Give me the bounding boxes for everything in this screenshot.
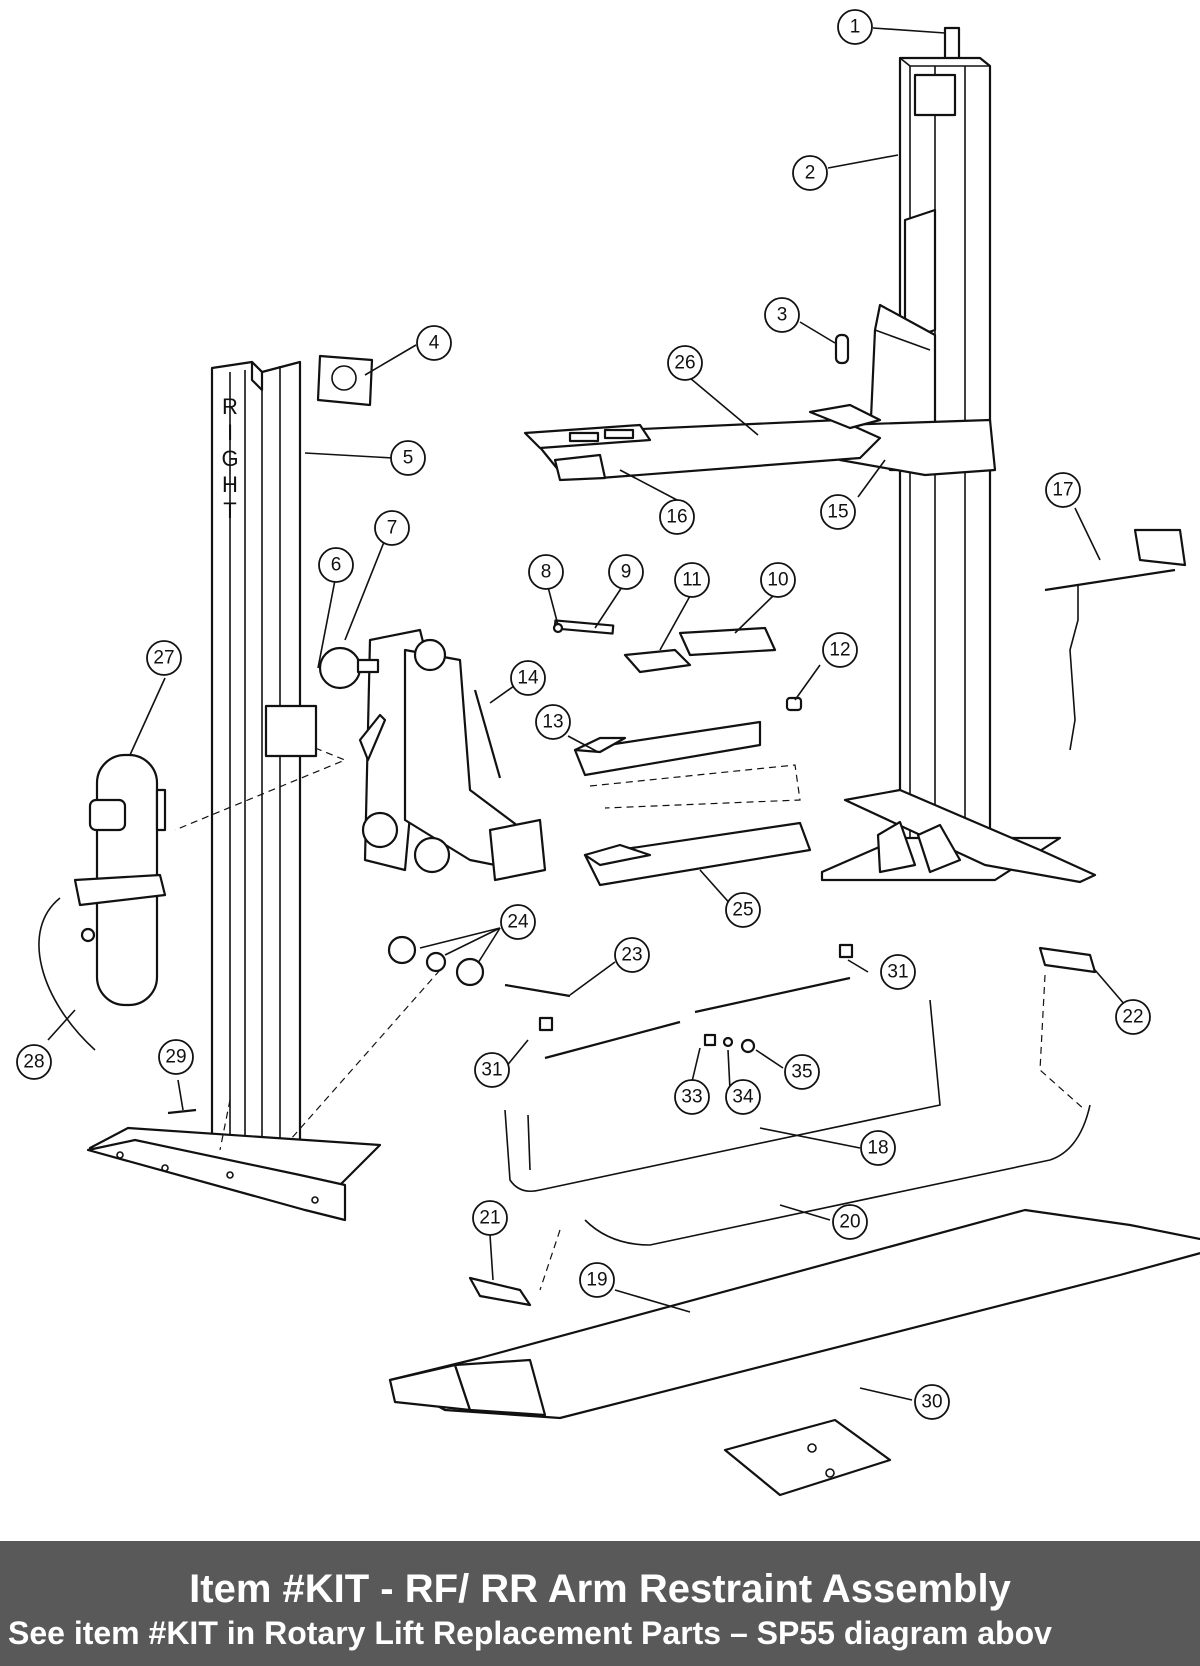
- callout-20: 20: [832, 1204, 868, 1240]
- callout-label: 21: [479, 1208, 500, 1229]
- threaded-rod: [538, 943, 854, 1060]
- callout-label: 6: [331, 555, 342, 576]
- callout-22: 22: [1115, 999, 1151, 1035]
- callout-25: 25: [725, 892, 761, 928]
- callout-31-right: 31: [880, 954, 916, 990]
- callout-21: 21: [472, 1200, 508, 1236]
- callout-label: 28: [23, 1052, 44, 1073]
- caption-subtitle: See item #KIT in Rotary Lift Replacement…: [8, 1615, 1052, 1651]
- callout-18: 18: [860, 1130, 896, 1166]
- callout-label: 5: [403, 448, 414, 469]
- callout-label: 14: [517, 668, 539, 689]
- post-letter: G: [221, 446, 238, 471]
- caption-banner: Item #KIT - RF/ RR Arm Restraint Assembl…: [0, 1541, 1200, 1666]
- post-letter: H: [222, 472, 238, 497]
- callout-label: 15: [827, 502, 848, 523]
- exploded-parts-diagram: R I G H T: [16, 9, 1200, 1497]
- swing-arm-upper: [523, 333, 882, 482]
- callout-label: 30: [921, 1392, 942, 1413]
- callout-7: 7: [374, 510, 410, 546]
- plate-30: [723, 1418, 892, 1497]
- callout-label: 3: [777, 305, 788, 326]
- callout-9: 9: [608, 554, 644, 590]
- callout-label: 34: [732, 1087, 754, 1108]
- callout-15: 15: [820, 494, 856, 530]
- callout-24: 24: [500, 904, 536, 940]
- callout-label: 31: [887, 962, 908, 983]
- callout-26: 26: [667, 345, 703, 381]
- callout-label: 18: [867, 1138, 888, 1159]
- carriage-right: [838, 303, 997, 477]
- post-letters: R I G H T: [221, 394, 238, 523]
- callout-12: 12: [822, 632, 858, 668]
- callout-label: 33: [681, 1087, 702, 1108]
- callout-11: 11: [674, 562, 710, 598]
- callout-27: 27: [146, 640, 182, 676]
- callout-3: 3: [764, 297, 800, 333]
- callout-23: 23: [614, 937, 650, 973]
- arm-extension-25: [583, 821, 812, 887]
- callout-label: 29: [165, 1047, 186, 1068]
- overhead-cover: [388, 1208, 1200, 1420]
- callout-label: 35: [791, 1062, 812, 1083]
- callout-label: 7: [387, 518, 398, 539]
- callout-17: 17: [1045, 472, 1081, 508]
- callout-29: 29: [158, 1039, 194, 1075]
- caption-title: Item #KIT - RF/ RR Arm Restraint Assembl…: [189, 1567, 1011, 1611]
- callout-35: 35: [784, 1054, 820, 1090]
- callout-30: 30: [914, 1384, 950, 1420]
- power-unit: [73, 753, 167, 1007]
- parts-drawing: R I G H T: [16, 9, 1200, 1497]
- callout-label: 10: [767, 570, 788, 591]
- callout-34: 34: [725, 1079, 761, 1115]
- callout-label: 17: [1052, 480, 1073, 501]
- callout-19: 19: [579, 1262, 615, 1298]
- callout-label: 24: [507, 912, 529, 933]
- callout-28: 28: [16, 1044, 52, 1080]
- callout-8: 8: [528, 554, 564, 590]
- fitting-22: [1038, 946, 1097, 974]
- fitting-21: [468, 1276, 532, 1307]
- callout-label: 23: [621, 945, 642, 966]
- callout-label: 12: [829, 640, 850, 661]
- callout-33: 33: [674, 1079, 710, 1115]
- post-letter: I: [227, 420, 233, 445]
- callout-label: 20: [839, 1212, 860, 1233]
- callout-1: 1: [837, 9, 873, 45]
- callout-label: 1: [850, 17, 861, 38]
- post-letter: R: [222, 394, 238, 419]
- cover-plate: [316, 354, 374, 407]
- callout-label: 11: [682, 570, 702, 591]
- callout-10: 10: [760, 562, 796, 598]
- carriage-left: [318, 628, 547, 882]
- rollers-24: [387, 935, 485, 987]
- callout-label: 27: [153, 648, 174, 669]
- callout-label: 9: [621, 562, 632, 583]
- callout-5: 5: [390, 440, 426, 476]
- post-letter: T: [223, 498, 236, 523]
- arm-extension-13: [573, 720, 762, 777]
- callout-label: 8: [541, 562, 552, 583]
- leader-lines: [47, 27, 1126, 1401]
- callout-14: 14: [510, 660, 546, 696]
- callout-13: 13: [535, 704, 571, 740]
- callout-label: 31: [481, 1060, 502, 1081]
- callout-2: 2: [792, 155, 828, 191]
- callout-4: 4: [416, 325, 452, 361]
- small-parts-cluster: [552, 619, 803, 712]
- callout-label: 16: [666, 507, 687, 528]
- restraint-gear-17: [1044, 528, 1187, 751]
- callout-label: 25: [732, 900, 753, 921]
- callout-6: 6: [318, 547, 354, 583]
- callout-label: 2: [805, 163, 816, 184]
- post-tall-left: [86, 360, 382, 1222]
- callout-label: 13: [542, 712, 563, 733]
- callout-31-left: 31: [474, 1052, 510, 1088]
- callout-label: 26: [674, 353, 695, 374]
- callout-label: 19: [586, 1270, 607, 1291]
- callout-16: 16: [659, 499, 695, 535]
- callout-label: 22: [1122, 1007, 1143, 1028]
- callout-label: 4: [429, 333, 440, 354]
